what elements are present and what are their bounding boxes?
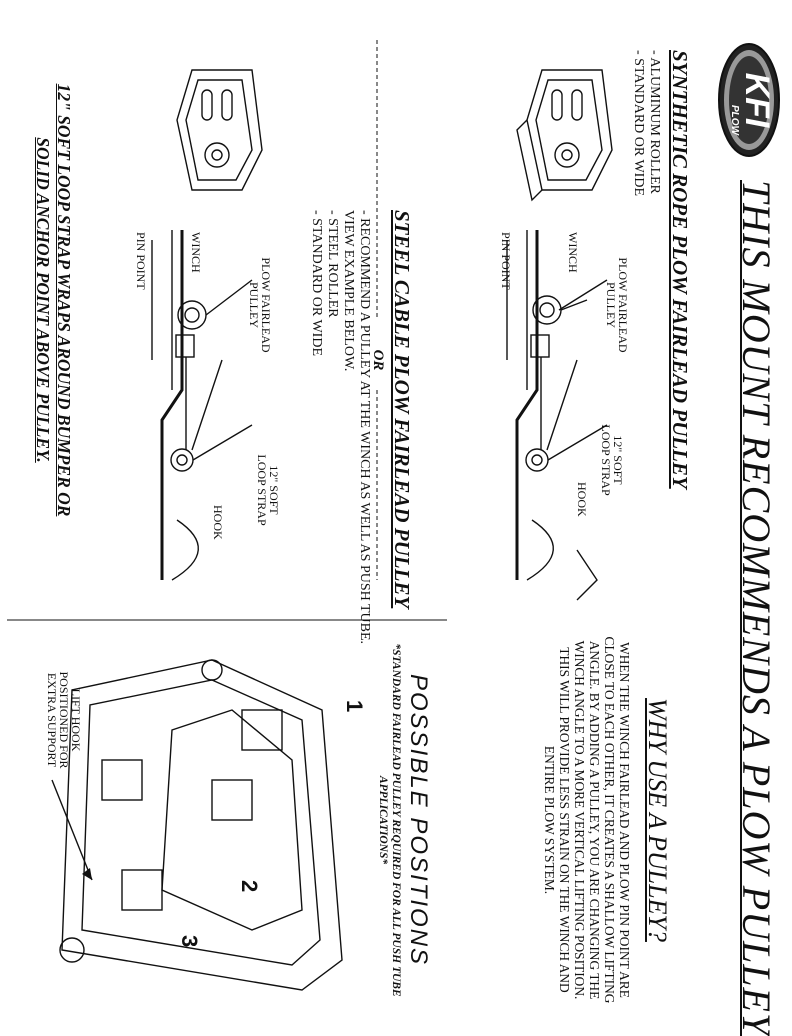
steel-strap-label: 12" SOFT LOOP STRAP [255, 454, 281, 526]
kfi-logo [718, 43, 780, 157]
steel-hook-label: HOOK [211, 505, 225, 540]
position-number-3: 3 [177, 935, 202, 948]
logo-subtext: PLOW [729, 105, 740, 135]
synthetic-assembly-drawing [506, 230, 608, 601]
positions-heading: POSSIBLE POSITIONS [405, 673, 432, 967]
synthetic-winch-label: WINCH [566, 232, 580, 273]
synthetic-bullet-1: - ALUMINUM ROLLER [647, 50, 662, 194]
lift-hook-label: LIFT HOOK POSITIONED FOR EXTRA SUPPORT [45, 671, 83, 769]
positions-border [7, 619, 447, 621]
steel-bullet-2: VIEW EXAMPLE BELOW. [341, 210, 356, 372]
steel-heading: STEEL CABLE PLOW FAIRLEAD PULLEY [390, 210, 414, 609]
section-divider [376, 40, 378, 580]
page-title: THIS MOUNT RECOMMENDS A PLOW PULLEY [734, 180, 779, 1036]
push-tube-frame-drawing [59, 659, 343, 991]
steel-bracket-drawing [176, 69, 263, 191]
steel-pin-label: PIN POINT [134, 232, 148, 290]
synthetic-hook-label: HOOK [575, 482, 589, 517]
position-number-1: 1 [342, 700, 367, 713]
synthetic-heading: SYNTHETIC ROPE PLOW FAIRLEAD PULLEY [668, 50, 692, 489]
synthetic-strap-label: 12" SOFT LOOP STRAP [599, 424, 625, 496]
steel-bullet-1: - RECOMMEND A PULLEY AT THE WINCH AS WEL… [357, 210, 372, 645]
steel-assembly-drawing [151, 230, 253, 581]
steel-bullet-3: - STEEL ROLLER [325, 210, 340, 318]
position-number-2: 2 [237, 880, 262, 893]
steel-bullet-4: - STANDARD OR WIDE [309, 210, 324, 357]
synthetic-pin-label: PIN POINT [499, 232, 513, 290]
why-heading: WHY USE A PULLEY? [643, 698, 672, 942]
strap-note: 12" SOFT LOOP STRAP WRAPS AROUND BUMPER … [33, 83, 74, 517]
why-body: WHEN THE WINCH FAIRLEAD AND PLOW PIN POI… [542, 636, 632, 1004]
synthetic-bracket-drawing [516, 69, 613, 202]
positions-note: *STANDARD FAIRLEAD PULLEY REQUIRED FOR A… [377, 643, 402, 997]
logo-text: KFI [738, 72, 776, 128]
steel-pulley-label: PLOW FAIRLEAD PULLEY [247, 257, 273, 353]
synthetic-pulley-label: PLOW FAIRLEAD PULLEY [604, 257, 630, 353]
steel-winch-label: WINCH [189, 232, 203, 273]
lift-hook-arrow [51, 779, 93, 881]
synthetic-bullet-2: - STANDARD OR WIDE [631, 50, 646, 197]
